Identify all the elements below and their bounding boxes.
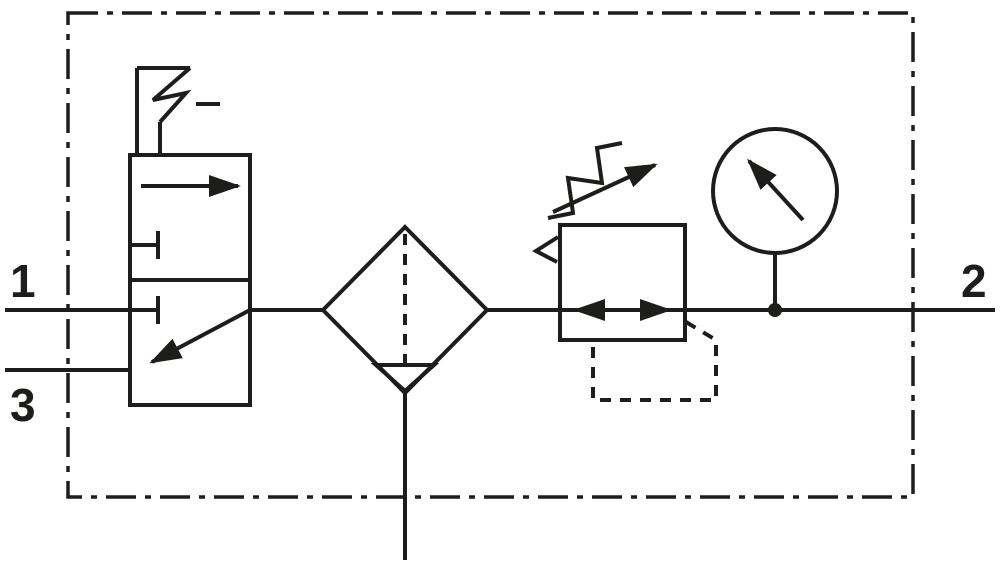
gauge-dial xyxy=(711,127,839,255)
gauge-junction-dot xyxy=(768,303,782,317)
port-3-label: 3 xyxy=(10,379,36,431)
shutoff-valve-icon xyxy=(128,66,252,407)
port-2-label: 2 xyxy=(961,255,987,307)
regulator-relief-arrow xyxy=(532,235,560,264)
regulator-spring xyxy=(547,141,623,220)
actuator-zigzag xyxy=(151,66,192,124)
regulator-adjust-arrow xyxy=(552,163,658,214)
filter-diamond xyxy=(320,224,490,396)
valve-actuator-icon xyxy=(135,66,220,155)
regulator-body xyxy=(558,223,687,342)
gauge-needle xyxy=(746,158,805,222)
pressure-gauge-icon xyxy=(711,127,839,317)
valve-switch-arrow xyxy=(149,308,251,364)
regulator-pilot-line xyxy=(591,320,718,402)
flow-lines xyxy=(5,308,995,372)
port-1-label: 1 xyxy=(10,255,36,307)
filter-water-separator-icon xyxy=(320,224,490,560)
assembly-boundary-frame xyxy=(66,11,915,499)
filter-separator-triangle xyxy=(370,363,440,394)
pressure-regulator-icon xyxy=(532,141,718,402)
